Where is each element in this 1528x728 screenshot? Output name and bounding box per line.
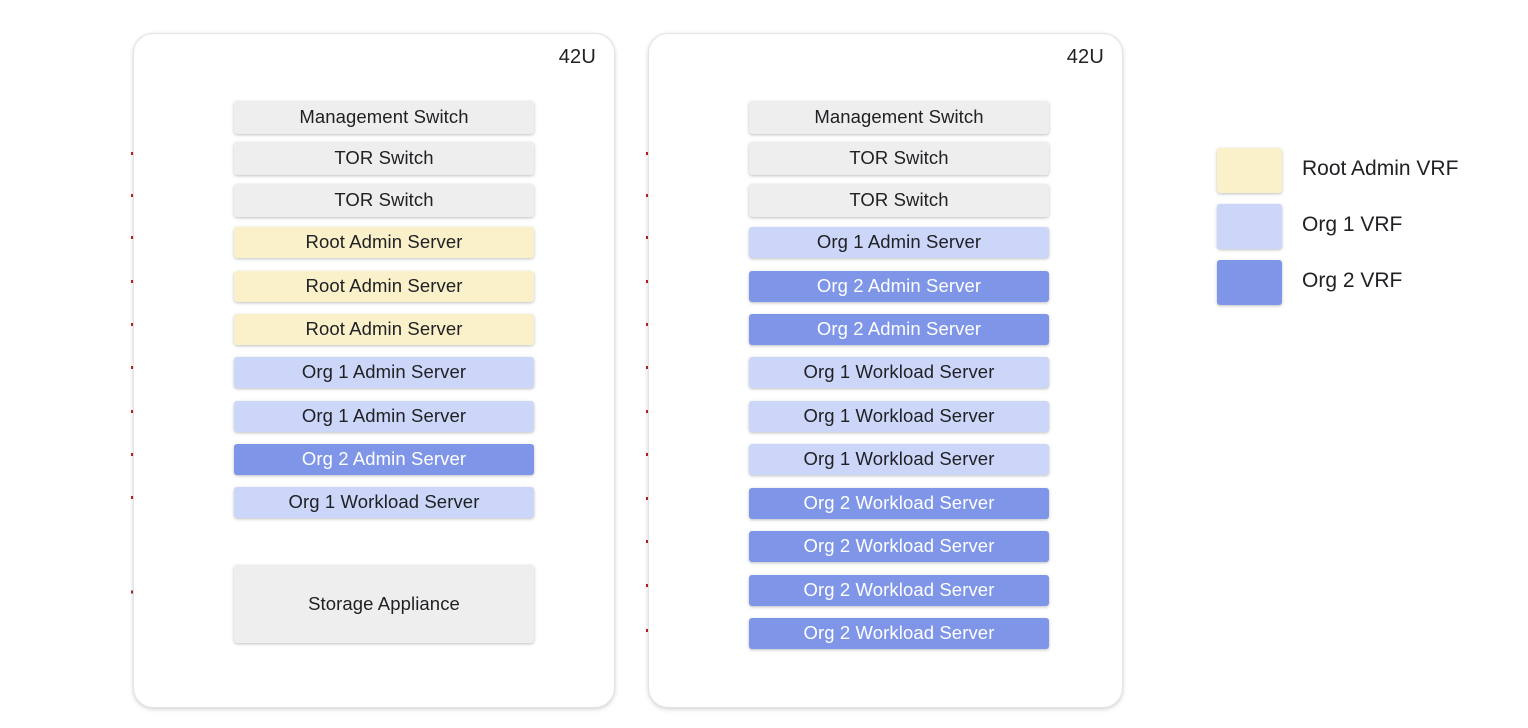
- device-org-2-admin-server[interactable]: Org 2 Admin Server: [234, 444, 534, 475]
- device-label: Org 1 Workload Server: [803, 448, 995, 470]
- device-label: Root Admin Server: [305, 231, 463, 253]
- device-label: Org 2 Workload Server: [803, 492, 995, 514]
- legend-label: Root Admin VRF: [1302, 157, 1459, 180]
- device-org-2-admin-server[interactable]: Org 2 Admin Server: [749, 271, 1049, 302]
- legend-swatch-icon: [1217, 204, 1282, 249]
- device-org-1-workload-server[interactable]: Org 1 Workload Server: [749, 444, 1049, 475]
- device-org-2-workload-server[interactable]: Org 2 Workload Server: [749, 575, 1049, 606]
- device-label: Org 1 Workload Server: [803, 405, 995, 427]
- device-label: Org 2 Workload Server: [803, 535, 995, 557]
- device-label: Org 2 Workload Server: [803, 579, 995, 601]
- device-label: Management Switch: [299, 106, 469, 128]
- rack-1-capacity-label: 42U: [558, 46, 596, 68]
- device-label: TOR Switch: [849, 189, 949, 211]
- legend-label: Org 1 VRF: [1302, 213, 1403, 236]
- device-label: Org 1 Admin Server: [816, 231, 982, 253]
- device-label: TOR Switch: [849, 147, 949, 169]
- device-management-switch[interactable]: Management Switch: [749, 101, 1049, 134]
- device-label: Org 2 Workload Server: [803, 622, 995, 644]
- device-org-1-workload-server[interactable]: Org 1 Workload Server: [234, 487, 534, 518]
- device-org-2-admin-server[interactable]: Org 2 Admin Server: [749, 314, 1049, 345]
- device-label: Org 1 Admin Server: [301, 361, 467, 383]
- device-label: Org 1 Workload Server: [803, 361, 995, 383]
- device-label: Org 2 Admin Server: [816, 275, 982, 297]
- device-org-1-admin-server[interactable]: Org 1 Admin Server: [234, 401, 534, 432]
- device-org-1-admin-server[interactable]: Org 1 Admin Server: [749, 227, 1049, 258]
- legend-swatch-icon: [1217, 260, 1282, 305]
- device-label: Root Admin Server: [305, 318, 463, 340]
- device-root-admin-server[interactable]: Root Admin Server: [234, 314, 534, 345]
- device-org-2-workload-server[interactable]: Org 2 Workload Server: [749, 531, 1049, 562]
- device-label: Management Switch: [814, 106, 984, 128]
- device-org-2-workload-server[interactable]: Org 2 Workload Server: [749, 488, 1049, 519]
- device-tor-switch[interactable]: TOR Switch: [749, 142, 1049, 175]
- rack-2-capacity-label: 42U: [1066, 46, 1104, 68]
- device-label: Org 1 Admin Server: [301, 405, 467, 427]
- device-root-admin-server[interactable]: Root Admin Server: [234, 271, 534, 302]
- device-label: Org 1 Workload Server: [288, 491, 480, 513]
- device-org-1-admin-server[interactable]: Org 1 Admin Server: [234, 357, 534, 388]
- device-label: Storage Appliance: [308, 592, 460, 614]
- legend-label: Org 2 VRF: [1302, 269, 1403, 292]
- device-tor-switch[interactable]: TOR Switch: [234, 184, 534, 217]
- device-org-1-workload-server[interactable]: Org 1 Workload Server: [749, 401, 1049, 432]
- device-org-2-workload-server[interactable]: Org 2 Workload Server: [749, 618, 1049, 649]
- device-label: Org 2 Admin Server: [816, 318, 982, 340]
- device-tor-switch[interactable]: TOR Switch: [234, 142, 534, 175]
- device-label: TOR Switch: [334, 189, 434, 211]
- device-tor-switch[interactable]: TOR Switch: [749, 184, 1049, 217]
- device-root-admin-server[interactable]: Root Admin Server: [234, 227, 534, 258]
- device-org-1-workload-server[interactable]: Org 1 Workload Server: [749, 357, 1049, 388]
- device-label: TOR Switch: [334, 147, 434, 169]
- device-management-switch[interactable]: Management Switch: [234, 101, 534, 134]
- legend-swatch-icon: [1217, 148, 1282, 193]
- device-label: Root Admin Server: [305, 275, 463, 297]
- device-storage-appliance[interactable]: Storage Appliance: [234, 565, 534, 643]
- device-label: Org 2 Admin Server: [301, 448, 467, 470]
